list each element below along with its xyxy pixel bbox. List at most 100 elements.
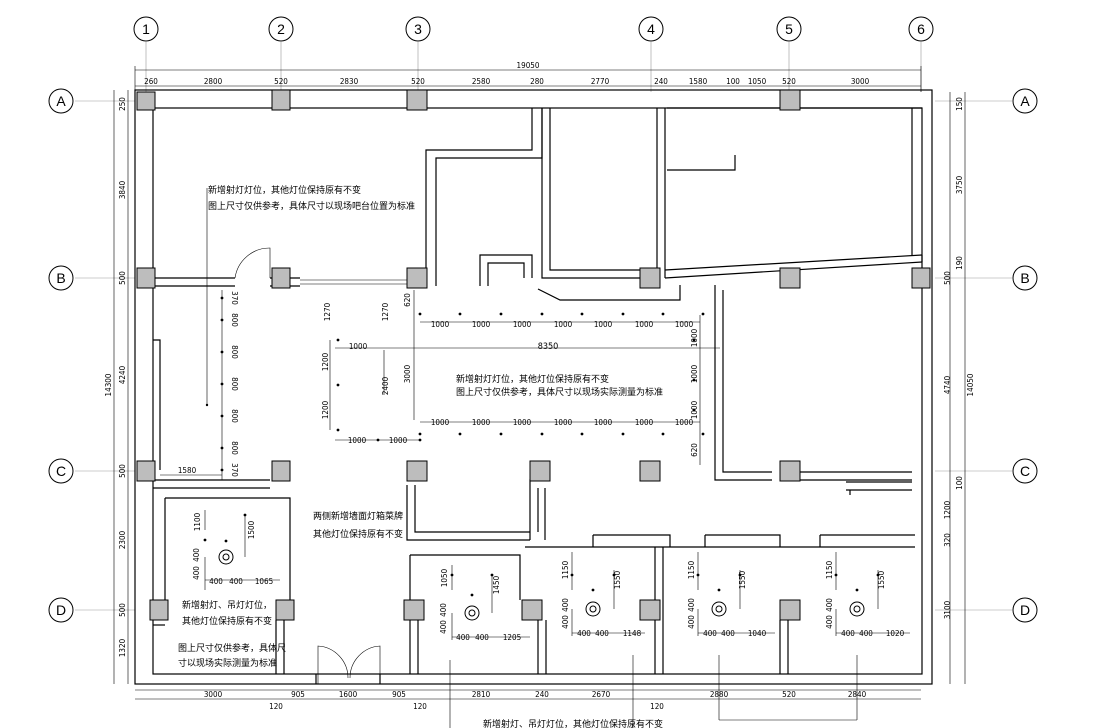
dim-corridor-2: 800 [230,345,239,359]
axis-bubble-row-c-left: C [48,458,74,484]
note-hall-1: 新增射灯灯位，其他灯位保持原有不变 [456,373,609,385]
dim-corridor-6: 370 [230,463,239,477]
spotlight-dot [540,432,544,436]
dim-top-4: 520 [411,77,425,86]
dim-hall-vert-4: 1200 [321,400,330,419]
dim-top-8: 240 [654,77,668,86]
room-mid: 1050 1450 400 400 400 400 1205 [439,565,530,642]
pendant-light-icon [711,601,727,617]
spotlight-dot [661,312,665,316]
note-sw-4: 寸以现场实际测量为标准 [178,657,277,669]
axis-bubble-row-c-right: C [1012,458,1038,484]
interior-walls [153,107,923,684]
dim-top-3: 2830 [340,77,359,86]
spotlight-dot [540,312,544,316]
dim-left-3: 4240 [118,365,127,384]
dim-bottom-4: 2810 [472,690,491,699]
hall-dimensions: 1000 1000 1000 1000 1000 1000 1000 1000 … [321,290,720,465]
spotlight-dot [220,296,224,300]
note-mid-2: 其他灯位保持原有不变 [313,528,403,540]
note-sw-1: 新增射灯、吊灯灯位， [182,599,272,611]
right-dimensions: 150 3750 190 500 4740 100 1200 320 3100 … [943,97,975,619]
axis-bubble-col-2: 2 [268,16,294,42]
dim-r2-3: 400 [687,615,696,629]
axis-bubble-col-3: 3 [405,16,431,42]
spotlight-dot [376,438,380,442]
annotations: 新增射灯灯位，其他灯位保持原有不变 图上尺寸仅供参考，具体尺寸以现场吧台位置为标… [178,184,663,728]
dim-sw-2: 400 [192,548,201,562]
note-bottom: 新增射灯、吊灯灯位，其他灯位保持原有不变 [483,718,663,728]
dim-r1-1: 1550 [613,570,622,589]
dim-r1-2: 400 [561,598,570,612]
dim-bottom-5: 240 [535,690,549,699]
outer-walls [134,89,933,685]
axis-bubble-row-d-right: D [1012,597,1038,623]
dim-r2-5: 400 [721,629,735,638]
dim-r3-2: 400 [825,598,834,612]
spotlight-dot [499,312,503,316]
svg-text:C: C [56,463,66,479]
spotlight-dot [499,432,503,436]
dim-left-5: 2300 [118,530,127,549]
spotlight-dot [203,538,207,542]
dim-left-2: 500 [118,271,127,285]
note-hall-2: 图上尺寸仅供参考，具体尺寸以现场实际测量为标准 [456,386,663,398]
dim-hall-bottom-0: 1000 [431,418,450,427]
dim-r3-0: 1150 [825,560,834,579]
dim-right-2: 190 [955,256,964,270]
row-axis-labels: A B C D A B C D [48,88,1038,623]
dim-mid-3: 400 [439,620,448,634]
structural-columns [136,89,931,621]
spotlight-dot [458,312,462,316]
dim-hall-left-top: 1000 [349,342,368,351]
dim-mid-2: 400 [439,603,448,617]
dim-hall-bottom-3: 1000 [554,418,573,427]
dim-corridor-3: 800 [230,377,239,391]
room-r1: 1150 1550 400 400 400 400 1148 [561,552,645,638]
spotlight-dot [580,312,584,316]
dim-hall-vert-1: 1270 [381,302,390,321]
dim-sw-5: 400 [229,577,243,586]
svg-text:6: 6 [917,21,925,37]
room-sw: 1100 1500 400 400 400 400 1065 [192,510,280,590]
doors [234,247,426,684]
dim-right-5: 100 [955,476,964,490]
dim-hall-top-5: 1000 [635,320,654,329]
dim-mid-0: 1050 [440,568,449,587]
dim-bottom-8: 520 [782,690,796,699]
dim-right-1: 3750 [955,175,964,194]
dim-top-1: 2800 [204,77,223,86]
dim-right-4: 4740 [943,375,952,394]
spotlight-dot [220,468,224,472]
dim-hall-vert-0: 1270 [323,302,332,321]
pendant-light-icon [464,605,480,621]
dim-sw-4: 400 [209,577,223,586]
svg-text:B: B [1020,270,1029,286]
note-mid-1: 两侧新增墙面灯箱菜牌 [313,510,403,522]
spotlight-dot [336,383,340,387]
dim-bottom-1: 905 [291,690,305,699]
dim-right-3: 500 [943,271,952,285]
dim-bottom-2: 1600 [339,690,358,699]
pendant-light-icon [585,601,601,617]
dim-r2-1: 1550 [738,570,747,589]
spotlight-dot [336,428,340,432]
overall-width-label: 19050 [517,61,540,70]
bottom-dimensions: 3000 905 1600 905 2810 240 2670 2880 520… [204,690,867,711]
note-sw-2: 其他灯位保持原有不变 [182,615,272,627]
corridor-dimensions: 370 800 800 800 800 800 370 1580 [160,188,239,480]
svg-text:5: 5 [785,21,793,37]
dim-right-8: 3100 [943,600,952,619]
axis-bubble-col-5: 5 [776,16,802,42]
spotlight-dot [621,432,625,436]
dim-r1-0: 1150 [561,560,570,579]
spotlight-dot [591,588,595,592]
dim-mid-6: 1205 [503,633,521,642]
dim-right-overall: 14050 [966,373,975,396]
dim-r1-6: 1148 [623,629,642,638]
spotlight-dot [220,382,224,386]
dim-corridor-5: 800 [230,441,239,455]
dim-bottom-sub-0: 120 [269,702,283,711]
axis-bubble-row-d-left: D [48,597,74,623]
dim-top-11: 1050 [748,77,767,86]
